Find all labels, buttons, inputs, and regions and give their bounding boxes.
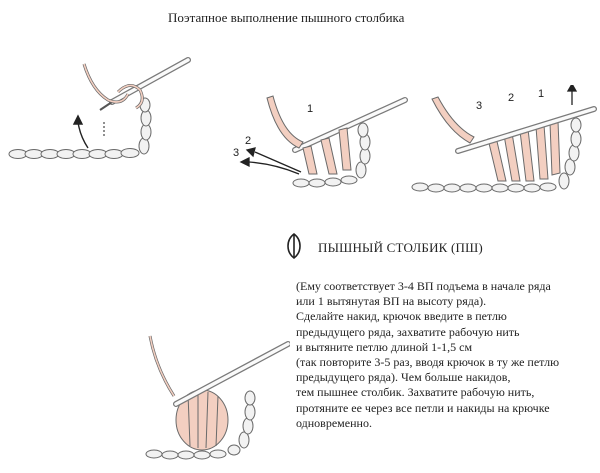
step-4-illustration xyxy=(145,335,290,460)
description-line: одновременно. xyxy=(296,415,372,430)
chain-base xyxy=(145,390,256,460)
description-line: протяните ее через все петли и накиды на… xyxy=(296,400,550,415)
step-1-illustration xyxy=(8,57,191,159)
puff-loops xyxy=(175,389,229,451)
description-line: (Ему соответствует 3-4 ВП подъема в нача… xyxy=(296,279,551,293)
step-2-label-3: 3 xyxy=(233,147,239,159)
crochet-hook-icon xyxy=(455,106,597,154)
chain-base xyxy=(292,122,371,188)
step-2-illustration: 1 2 3 xyxy=(233,95,408,188)
chain-base xyxy=(411,117,582,193)
description-line: или 1 вытянутая ВП на высоту ряда). xyxy=(296,294,487,309)
step-3-label-2: 2 xyxy=(508,92,514,104)
pulled-loops xyxy=(266,95,352,175)
step-2-label-2: 2 xyxy=(245,135,251,147)
stitch-description: (Ему соответствует 3-4 ВП подъема в нача… xyxy=(296,279,596,431)
description-line: (так повторите 3-5 раз, вводя крючок в т… xyxy=(296,355,560,370)
working-yarn xyxy=(148,335,176,397)
arrow-icon xyxy=(239,147,302,175)
step-3-label-3: 3 xyxy=(476,100,482,112)
description-line: Сделайте накид, крючок введите в петлю xyxy=(296,309,507,324)
arrow-icon xyxy=(72,114,89,149)
crochet-hook-icon xyxy=(173,341,290,407)
crochet-hook-icon xyxy=(292,97,408,153)
pulled-loops xyxy=(431,96,561,182)
puff-stitch-symbol-icon xyxy=(287,232,301,260)
step-2-label-1: 1 xyxy=(307,103,313,115)
working-yarn-fill xyxy=(149,335,175,397)
stitch-heading: ПЫШНЫЙ СТОЛБИК (ПШ) xyxy=(318,240,483,255)
yarn-loops-fill xyxy=(83,63,144,109)
description-line: и вытяните петлю длиной 1-1,5 см xyxy=(296,339,473,354)
step-3-illustration: 3 2 1 xyxy=(411,85,597,193)
description-line: предыдущего ряда, захватите рабочую нить xyxy=(296,324,520,339)
step-3-label-1: 1 xyxy=(538,88,544,100)
page-title: Поэтапное выполнение пышного столбика xyxy=(168,10,405,25)
crochet-hook-icon xyxy=(99,57,191,111)
description-line: тем пышнее столбик. Захватите рабочую ни… xyxy=(296,385,535,400)
arrow-icon xyxy=(566,85,578,105)
description-line: предыдущего ряда). Чем больше накидов, xyxy=(296,370,511,385)
chain-base xyxy=(8,97,152,159)
